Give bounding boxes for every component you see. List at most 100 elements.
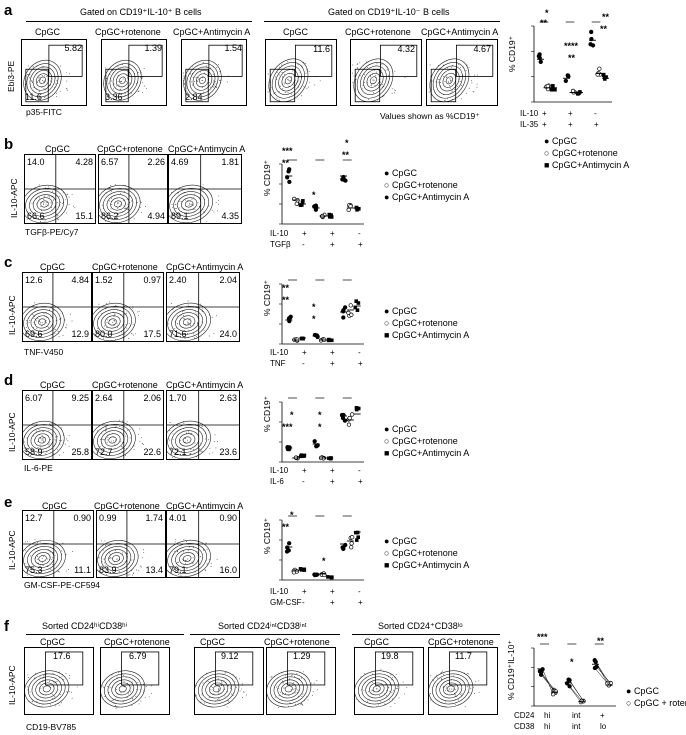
legend-open-circle: ○ CpGC+rotenone <box>384 180 458 190</box>
data-point-square <box>356 535 361 540</box>
paired-line <box>569 686 582 701</box>
event-dot <box>52 564 54 565</box>
event-dot <box>122 64 124 65</box>
sig-mark: *** <box>537 632 548 642</box>
row-mark: + <box>542 120 547 129</box>
dot-chart-a <box>531 21 612 103</box>
event-dot <box>294 704 296 705</box>
event-dot <box>214 80 216 82</box>
event-dot <box>135 696 137 698</box>
event-dot <box>121 451 123 452</box>
event-dot <box>478 691 480 693</box>
data-point-square <box>353 305 358 310</box>
event-dot <box>383 95 385 97</box>
legend-label: CpGC+Antimycin A <box>551 160 630 170</box>
event-dot <box>297 64 299 66</box>
quadrant-ll: 86.2 <box>101 211 119 221</box>
event-dot <box>40 206 42 208</box>
contour-ring <box>23 59 62 101</box>
sig-mark: * <box>312 302 316 312</box>
event-dot <box>460 98 462 100</box>
event-dot <box>201 450 203 452</box>
event-dot <box>50 321 51 323</box>
data-point-square <box>578 90 582 94</box>
event-dot <box>185 438 186 440</box>
data-point-circle <box>313 207 319 212</box>
event-dot <box>33 87 35 88</box>
sort-group-label: Sorted CD24⁺CD38ˡᵒ <box>378 621 463 631</box>
legend-open-circle: ○ CpGC+rotenone <box>384 436 458 446</box>
event-dot <box>445 701 447 703</box>
event-dot <box>436 677 438 679</box>
event-dot <box>43 87 45 89</box>
gate-box <box>379 44 418 77</box>
event-dot <box>133 573 135 574</box>
event-dot <box>213 441 215 442</box>
event-dot <box>40 447 42 449</box>
event-dot <box>54 436 56 438</box>
flow-plot: 17.6 <box>24 647 94 715</box>
data-point-square <box>601 72 606 77</box>
quadrant-ur: 2.04 <box>219 275 237 285</box>
values-note: Values shown as %CD19⁺ <box>380 111 480 121</box>
event-dot <box>242 691 244 693</box>
event-dot <box>43 97 45 98</box>
data-point-circle <box>565 73 570 78</box>
event-dot <box>243 691 245 693</box>
event-dot <box>54 696 56 698</box>
sig-mark: **** <box>564 41 579 51</box>
event-dot <box>193 333 194 335</box>
event-dot <box>36 320 37 322</box>
event-dot <box>42 439 43 441</box>
event-dot <box>169 422 171 423</box>
flow-plot: 1.52 0.97 80.0 17.5 <box>92 272 164 342</box>
event-dot <box>54 328 56 330</box>
event-dot <box>41 437 43 439</box>
event-dot <box>42 79 44 81</box>
event-dot <box>211 317 213 319</box>
event-dot <box>208 205 210 207</box>
event-dot <box>371 74 373 76</box>
event-dot <box>185 560 187 562</box>
event-dot <box>176 561 178 563</box>
event-dot <box>470 80 472 82</box>
event-dot <box>126 327 128 329</box>
event-dot <box>130 559 132 561</box>
event-dot <box>224 688 226 690</box>
event-dot <box>59 694 61 696</box>
legend-label: CpGC+Antimycin A <box>391 330 470 340</box>
event-dot <box>169 430 171 431</box>
event-dot <box>396 687 397 689</box>
event-dot <box>57 570 59 572</box>
event-dot <box>183 72 184 74</box>
quadrant-ll: 58.9 <box>25 447 43 457</box>
event-dot <box>142 82 144 84</box>
event-dot <box>48 326 49 328</box>
event-dot <box>113 436 115 438</box>
event-dot <box>283 687 285 689</box>
contour-ring <box>39 76 46 84</box>
event-dot <box>56 681 58 683</box>
event-dot <box>120 88 122 90</box>
sort-group-label: Sorted CD24ⁱⁿᵗCD38ⁱⁿᵗ <box>218 621 307 631</box>
event-dot <box>51 693 53 695</box>
event-dot <box>204 569 206 571</box>
condition-label: CpGC+Antimycin A <box>166 380 244 390</box>
event-dot <box>42 450 44 452</box>
quadrant-ul: 6.57 <box>101 157 119 167</box>
event-dot <box>181 200 182 202</box>
event-dot <box>473 693 475 695</box>
legend-filled-circle: ● CpGC <box>384 424 417 434</box>
event-dot <box>46 75 48 77</box>
legend-label: CpGC+rotenone <box>391 436 458 446</box>
event-dot <box>137 201 139 203</box>
condition-label: CpGC+Antimycin A <box>166 262 244 272</box>
event-dot <box>129 82 131 84</box>
event-dot <box>68 434 70 436</box>
event-dot <box>191 81 192 83</box>
flow-plot: 1.70 2.63 72.1 23.6 <box>166 390 240 460</box>
event-dot <box>126 217 128 219</box>
event-dot <box>465 69 467 71</box>
event-dot <box>465 92 467 94</box>
event-dot <box>110 185 112 187</box>
